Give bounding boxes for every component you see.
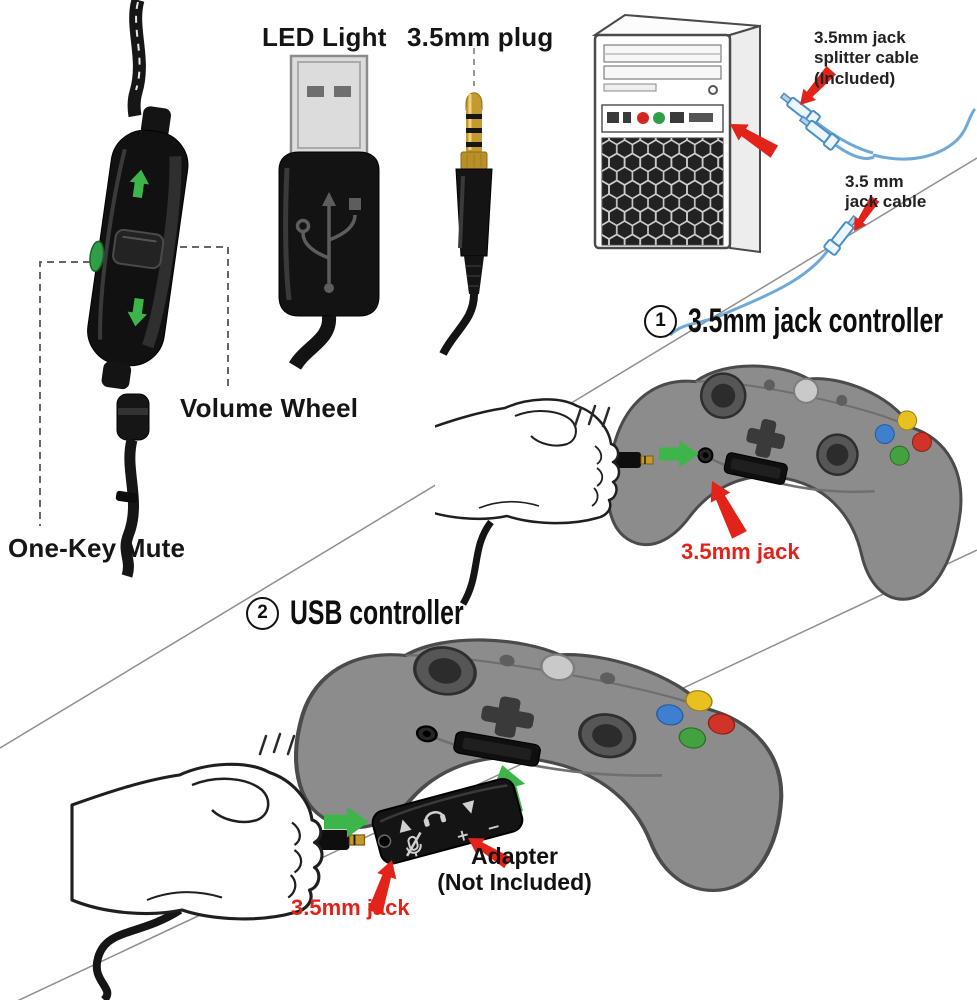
section-2-title: USB controller bbox=[290, 592, 464, 633]
motion-marks-icon bbox=[258, 732, 296, 756]
diagonal-line-2 bbox=[17, 549, 977, 1000]
splitter-cables bbox=[668, 107, 977, 337]
adapter-volume-up-icon: ▲ bbox=[395, 813, 412, 835]
usb-contact-slot bbox=[334, 86, 351, 97]
section-1-title: 3.5mm jack controller bbox=[688, 300, 943, 341]
section-1-heading: 1 3.5mm jack controller bbox=[644, 300, 977, 341]
one-key-mute-label: One-Key Mute bbox=[8, 533, 186, 563]
controller-2-illustration: ▲ ▼ + − bbox=[70, 618, 920, 1000]
circled-number-1: 1 bbox=[644, 304, 677, 338]
mute-side-button bbox=[89, 240, 105, 272]
jack-label-2: 3.5mm jack bbox=[291, 895, 410, 920]
splitter-cable-label-line1: 3.5mm jack bbox=[814, 28, 906, 47]
splitter-cable-label-line3: (Included) bbox=[814, 68, 896, 88]
audio-port bbox=[653, 112, 665, 124]
pointer-line-volume-wheel bbox=[180, 246, 229, 386]
volume-wheel-label: Volume Wheel bbox=[180, 393, 359, 423]
pointer-line-one-key-mute bbox=[39, 261, 90, 526]
headset-cable bbox=[92, 906, 183, 1000]
headset-adapter: ▲ ▼ + − bbox=[371, 777, 524, 865]
adapter-plus-icon: + bbox=[454, 824, 472, 846]
inline-remote bbox=[87, 106, 189, 390]
controller-1-illustration bbox=[435, 350, 977, 606]
adapter-minus-icon: − bbox=[485, 816, 503, 838]
splitter-cable-label: 3.5mm jack splitter cable (Included) bbox=[814, 28, 919, 89]
adapter-label-line1: Adapter bbox=[471, 843, 558, 869]
usb-plug-illustration bbox=[278, 54, 380, 370]
drive-bay bbox=[603, 65, 722, 80]
pc-tower bbox=[591, 13, 761, 254]
pc-tower-illustration bbox=[591, 13, 977, 337]
volume-wheel-button bbox=[112, 228, 165, 270]
jack-cable-label-line2: jack cable bbox=[845, 192, 927, 212]
controller-1-body bbox=[593, 350, 977, 606]
jack-cable-label-line1: 3.5 mm bbox=[845, 172, 904, 191]
adapter-mic-mute-icon bbox=[405, 831, 422, 857]
usb-contact-slot bbox=[307, 86, 324, 97]
usb-logo-icon bbox=[295, 192, 361, 293]
jack-cable-label: 3.5 mm jack cable bbox=[845, 172, 926, 213]
power-button bbox=[708, 85, 718, 95]
headset-cable bbox=[459, 519, 494, 606]
jack-cable bbox=[668, 249, 830, 337]
usb-metal-shell bbox=[289, 54, 369, 156]
mic-port bbox=[637, 112, 649, 124]
usb-cable bbox=[289, 315, 337, 370]
volume-control-illustration bbox=[39, 0, 229, 578]
splitter-cable-label-line2: splitter cable bbox=[814, 48, 919, 68]
plug-tip bbox=[465, 92, 483, 111]
adapter-jack-hole bbox=[377, 834, 392, 848]
plug-35mm-label: 3.5mm plug bbox=[407, 22, 554, 52]
plug-cable bbox=[439, 293, 478, 356]
adapter-label: Adapter (Not Included) bbox=[422, 843, 607, 896]
adapter-headset-icon bbox=[423, 811, 447, 827]
circled-number-2: 2 bbox=[246, 596, 279, 630]
headset-cable-bottom bbox=[120, 438, 139, 578]
adapter-label-line2: (Not Included) bbox=[437, 869, 592, 896]
port-panel bbox=[601, 104, 724, 133]
headset-cable-top bbox=[127, 0, 146, 118]
jack-label-1: 3.5mm jack bbox=[681, 539, 800, 564]
section-2-heading: 2 USB controller bbox=[246, 592, 507, 633]
cable-barrel bbox=[116, 393, 150, 441]
led-light-label: LED Light bbox=[262, 22, 387, 52]
plug-strain-relief bbox=[464, 256, 484, 294]
adapter-volume-down-icon: ▼ bbox=[461, 796, 478, 818]
audio-plug-illustration bbox=[439, 48, 493, 356]
